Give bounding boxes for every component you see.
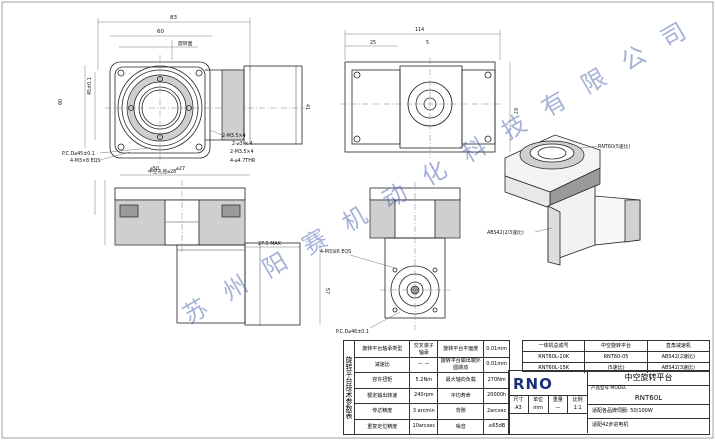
- hollow-label: 中空孔径⌀28: [148, 168, 176, 175]
- spec-cell-val: 240rpm: [410, 387, 439, 403]
- spec-cell-val2: ≤65dB: [488, 423, 506, 430]
- model-label: 产品型号 MODEL: [587, 385, 709, 392]
- top-view: 83 60 旋转面 60 45±0.1: [58, 15, 310, 172]
- spec-cell-label2: 最大轴向负载: [438, 372, 485, 388]
- model-cell: ABS42(2速比): [661, 354, 696, 360]
- dim-67: 67: [512, 108, 518, 114]
- front-view: 中空孔径⌀28 27.5 MAX 57: [94, 168, 330, 326]
- model-cell: RNT60L-10K: [523, 352, 586, 362]
- m34-label: 2-M3.5×4: [222, 133, 246, 139]
- dim-45-v: 45±0.1: [87, 77, 93, 95]
- spec-cell-label2: 平均寿命: [438, 387, 485, 403]
- spec-cell-val: — —: [410, 356, 439, 372]
- model-cell: RNT60L-15K: [523, 363, 586, 373]
- dim-57: 57: [324, 288, 330, 294]
- model-cell: RNT60-05: [585, 352, 648, 362]
- pcd45-label: P.C.D⌀45±0.1: [62, 151, 95, 157]
- m3-label: 4-M3×8 EQS: [70, 158, 100, 164]
- spec-cell-val2: 270Nm: [487, 376, 506, 383]
- dim-83: 83: [170, 15, 177, 21]
- spec-cell-label2: 旋转平台输出端外圆跳动: [438, 356, 485, 372]
- spec-cell-val2: 0.01mm: [486, 361, 508, 368]
- spec-cell-label2: 噪音: [438, 418, 485, 434]
- model-cell: 直角减速机: [665, 343, 691, 349]
- weight-value: —: [555, 405, 561, 411]
- spec-cell-label: 减速比: [355, 356, 411, 372]
- scale-value: 1:1: [573, 405, 582, 411]
- spec-cell-label: 旋转平台轴承类型: [355, 341, 411, 357]
- rotary-face-label: 旋转面: [178, 40, 193, 47]
- spec-cell-val2: 20000h: [487, 392, 507, 399]
- rnt60-note: RNT60(5速比): [598, 143, 630, 150]
- product-name: 中空旋转平台: [587, 371, 709, 386]
- dim-5: 5: [426, 40, 429, 46]
- spec-cell-val: 交叉滚子轴承: [410, 341, 439, 357]
- dim-60: 60: [157, 29, 164, 35]
- rno-logo: RNO: [513, 375, 583, 393]
- motor-note-1: 适配各品牌伺服: 50/100W: [587, 404, 709, 419]
- dim-41: 41: [304, 104, 310, 110]
- unit-value: mm: [533, 405, 543, 411]
- dim-60-v: 60: [58, 99, 64, 105]
- m3-6-label: 4-M3深6 EQS: [320, 248, 351, 255]
- d27-label: ⌀27: [176, 166, 185, 172]
- model-row: RNT60L-15K(5速比) ABS42(3速比): [523, 363, 709, 373]
- spec-cell-val: 10arcsec: [410, 418, 439, 434]
- spec-cell-label2: 旋转平台平面度: [438, 341, 485, 357]
- spec-cell-label: 额定输出转速: [355, 387, 411, 403]
- spec-cell-val: 5.2Nm: [410, 372, 439, 388]
- dim-114: 114: [415, 27, 424, 33]
- pcd46-label: P.C.D⌀46±0.1: [336, 329, 369, 335]
- spec-cell-label2: 背隙: [438, 403, 485, 419]
- spec-cell-label: 传达精度: [355, 403, 411, 419]
- size-label: 尺寸: [513, 397, 524, 403]
- model-cell: (5速比): [585, 363, 648, 373]
- d4-label: 4-⌀4.7THR: [230, 158, 256, 164]
- iso-view: RNT60(5速比) ABS42(2/3速比): [487, 134, 641, 266]
- model-cell: ABS42(3速比): [661, 365, 696, 371]
- end-view: 4-M3深6 EQS P.C.D⌀46±0.1: [320, 182, 461, 335]
- motor-note-2: 适配42步进电机: [587, 418, 709, 433]
- weight-label: 重量: [552, 397, 563, 403]
- spec-cell-val: 3 arcmin: [410, 403, 439, 419]
- spec-cell-val2: 0.01mm: [486, 345, 508, 352]
- d50-label: ⌀50: [150, 166, 159, 172]
- model-cell: 中空旋转平台: [585, 341, 648, 351]
- spec-cell-label: 容许扭矩: [355, 372, 411, 388]
- dim-25: 25: [370, 40, 376, 46]
- model-cell: 一体机总成号: [523, 341, 586, 351]
- spec-cell-val2: 2arcsec: [486, 407, 507, 414]
- side-view: 114 25 5 67: [340, 27, 518, 158]
- rno-logo-text: RNO: [513, 375, 553, 393]
- d27max-label: 27.5 MAX: [258, 241, 282, 247]
- abs42-note: ABS42(2/3速比): [487, 229, 524, 236]
- spec-cell-label: 重复定位精度: [355, 418, 411, 434]
- scale-label: 比例: [572, 397, 583, 403]
- pin-label: 2-⌀3 × 4: [232, 141, 253, 147]
- model-header-row: 一体机总成号中空旋转平台 直角减速机: [523, 341, 709, 352]
- m35b-label: 2-M3.5×4: [230, 149, 254, 155]
- size-value: A3: [515, 405, 522, 411]
- spec-vertical-title: 旋转平台技术参数表: [344, 341, 355, 434]
- unit-label: 单位: [533, 397, 544, 403]
- title-block: RNO 中空旋转平台 产品型号 MODEL RNT60L 尺寸 A3 单位 mm 重…: [508, 370, 710, 435]
- model-value: RNT60L: [587, 392, 709, 405]
